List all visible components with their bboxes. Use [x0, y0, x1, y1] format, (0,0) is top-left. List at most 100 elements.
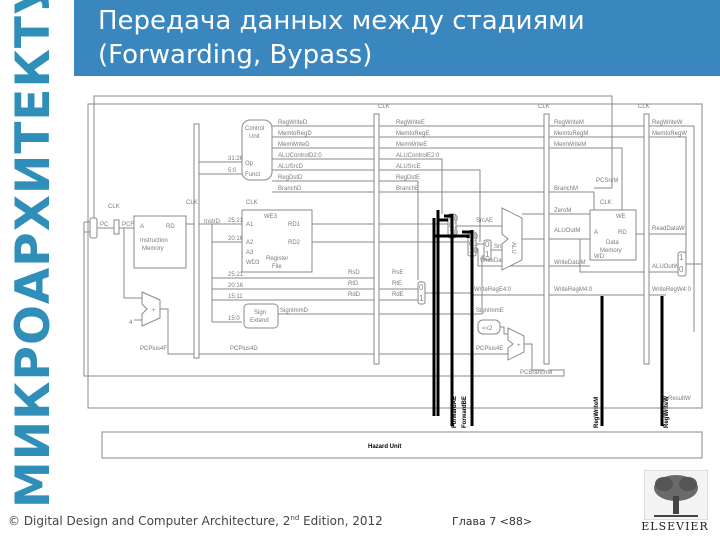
- readdataw-label: ReadDataW: [652, 226, 685, 232]
- rdd-label: RdD: [348, 292, 361, 298]
- memtoregm: MemtoRegM: [554, 131, 588, 137]
- writerege-label: WriteRegE4:0: [474, 287, 512, 293]
- ex-mem-register: [543, 113, 550, 365]
- shift-label: <<2: [482, 326, 493, 332]
- pipeline-diagram: .w { stroke: #8a8a8a; stroke-width: 1; f…: [83, 95, 703, 459]
- fa-mux-00: 00: [449, 214, 458, 223]
- aluoutw-label: ALUOutW: [652, 264, 679, 270]
- pcf-label: PCF: [122, 222, 134, 228]
- fb-mux-10: 10: [469, 246, 478, 255]
- rf-name-1: Register: [266, 256, 288, 262]
- id-ex-register: [373, 113, 380, 365]
- footer-citation: © Digital Design and Computer Architectu…: [8, 514, 383, 528]
- rt2-bits: 20:16: [228, 283, 244, 289]
- instrd-label: InstrD: [204, 219, 221, 225]
- mem-wb-register: [643, 113, 650, 365]
- alusrce: ALUSrcE: [396, 164, 421, 170]
- control-unit-name-1: Control: [245, 126, 264, 132]
- register-file: [241, 209, 313, 273]
- footer-chapter: Глава 7 <88>: [452, 515, 533, 528]
- dmem-rd: RD: [618, 230, 627, 236]
- hazard-unit: [101, 431, 703, 459]
- pc-plus4-plus: +: [152, 308, 156, 314]
- signimmd-label: SignImmD: [280, 308, 309, 314]
- writeregw-label: WriteRegW4:0: [652, 287, 692, 293]
- alu: [501, 207, 523, 271]
- fb-mux-00: 00: [469, 232, 478, 241]
- writedatam-label: WriteDataM: [554, 260, 586, 266]
- writeregm-label: WriteRegM4:0: [554, 287, 593, 293]
- dmem-name-2: Memory: [600, 248, 622, 254]
- sign-extend: [243, 303, 279, 329]
- alusrcd: ALUSrcD: [278, 164, 304, 170]
- imem-a: A: [140, 224, 144, 230]
- sign-extend-2: Extend: [250, 318, 269, 324]
- fa-mux-10: 10: [449, 228, 458, 237]
- imem-name-2: Memory: [142, 246, 164, 252]
- regdstd: RegDstD: [278, 175, 303, 181]
- rf-a1: A1: [246, 222, 254, 228]
- rf-we3: WE3: [264, 214, 278, 220]
- rf-rd1: RD1: [288, 222, 301, 228]
- branch-adder-plus: +: [517, 343, 521, 349]
- alucontrold: ALUControlD2:0: [278, 153, 322, 159]
- writedatae-label: WriteDataE: [480, 258, 511, 264]
- rf-rd2: RD2: [288, 240, 301, 246]
- writereg-mux-1: 1: [419, 294, 424, 303]
- pc-register: [113, 219, 120, 235]
- outer-result-loop: [87, 103, 703, 409]
- resultw-label: ResultW: [668, 396, 691, 402]
- rf-a3: A3: [246, 250, 254, 256]
- data-memory: [589, 209, 637, 261]
- pcplus4e-label: PCPlus4E: [476, 346, 503, 352]
- control-funct: Funct: [245, 172, 260, 178]
- instruction-memory: [133, 215, 187, 269]
- side-title: МИКРОАРХИТЕКТУРА: [6, 0, 61, 508]
- regdste: RegDstE: [396, 175, 420, 181]
- memwritem: MemWriteM: [554, 142, 586, 148]
- pcbranchm-label: PCBranchM: [520, 370, 552, 376]
- result-mux-1: 1: [679, 253, 684, 262]
- signimme-label: SignImmE: [476, 308, 504, 314]
- slide-title: Передача данных между стадиями (Forwardi…: [98, 6, 585, 70]
- control-unit-name-2: Unit: [249, 134, 260, 140]
- branchm: BranchM: [554, 186, 578, 192]
- memtoregw: MemtoRegW: [652, 131, 687, 137]
- funct-bits: 5:0: [228, 168, 237, 174]
- clk-label-wb: CLK: [638, 104, 650, 110]
- pcsrcm-label: PCSrcM: [596, 178, 618, 184]
- alucontrole: ALUControlE2:0: [396, 153, 440, 159]
- regwritee: RegWriteE: [396, 120, 425, 126]
- branchd: BranchD: [278, 186, 302, 192]
- clk-label-ex: CLK: [378, 104, 390, 110]
- control-signals-d: RegWriteD MemtoRegD MemWriteD ALUControl…: [278, 120, 322, 192]
- result-mux-0: 0: [679, 265, 684, 274]
- pcplus4f-label: PCPlus4F: [140, 346, 167, 352]
- footer-edition: Edition, 2012: [299, 514, 383, 528]
- if-id-register: [193, 123, 200, 359]
- pc-label: PC: [100, 222, 109, 228]
- rs2-bits: 25:21: [228, 272, 244, 278]
- regwrited: RegWriteD: [278, 120, 308, 126]
- rt-bits: 20:16: [228, 236, 244, 242]
- rde-label: RdE: [392, 292, 404, 298]
- rf-wd3: WD3: [246, 260, 260, 266]
- aluoutm-label: ALUOutM: [554, 228, 580, 234]
- pc-mux: [89, 217, 98, 239]
- footer-edition-sup: nd: [290, 514, 300, 522]
- forwarding-path-aluout: [432, 210, 440, 416]
- srcae-label: SrcAE: [476, 218, 493, 224]
- regwritew-hazard-label: RegWriteW: [664, 396, 670, 428]
- footer-book: © Digital Design and Computer Architectu…: [8, 514, 291, 528]
- regwrite-hazard-lines: [600, 296, 664, 426]
- memwrited: MemWriteD: [278, 142, 310, 148]
- control-op: Op: [245, 161, 254, 167]
- memtoregd: MemtoRegD: [278, 131, 312, 137]
- title-box: [74, 0, 720, 76]
- forwardae-label: ForwardAE: [452, 396, 458, 428]
- regwritem-top: RegWriteM: [554, 120, 584, 126]
- forward-select-lines: [450, 214, 474, 426]
- op-bits: 31:26: [228, 156, 244, 162]
- srcb-mux-1: 1: [485, 250, 490, 259]
- memwritee: MemWriteE: [396, 142, 427, 148]
